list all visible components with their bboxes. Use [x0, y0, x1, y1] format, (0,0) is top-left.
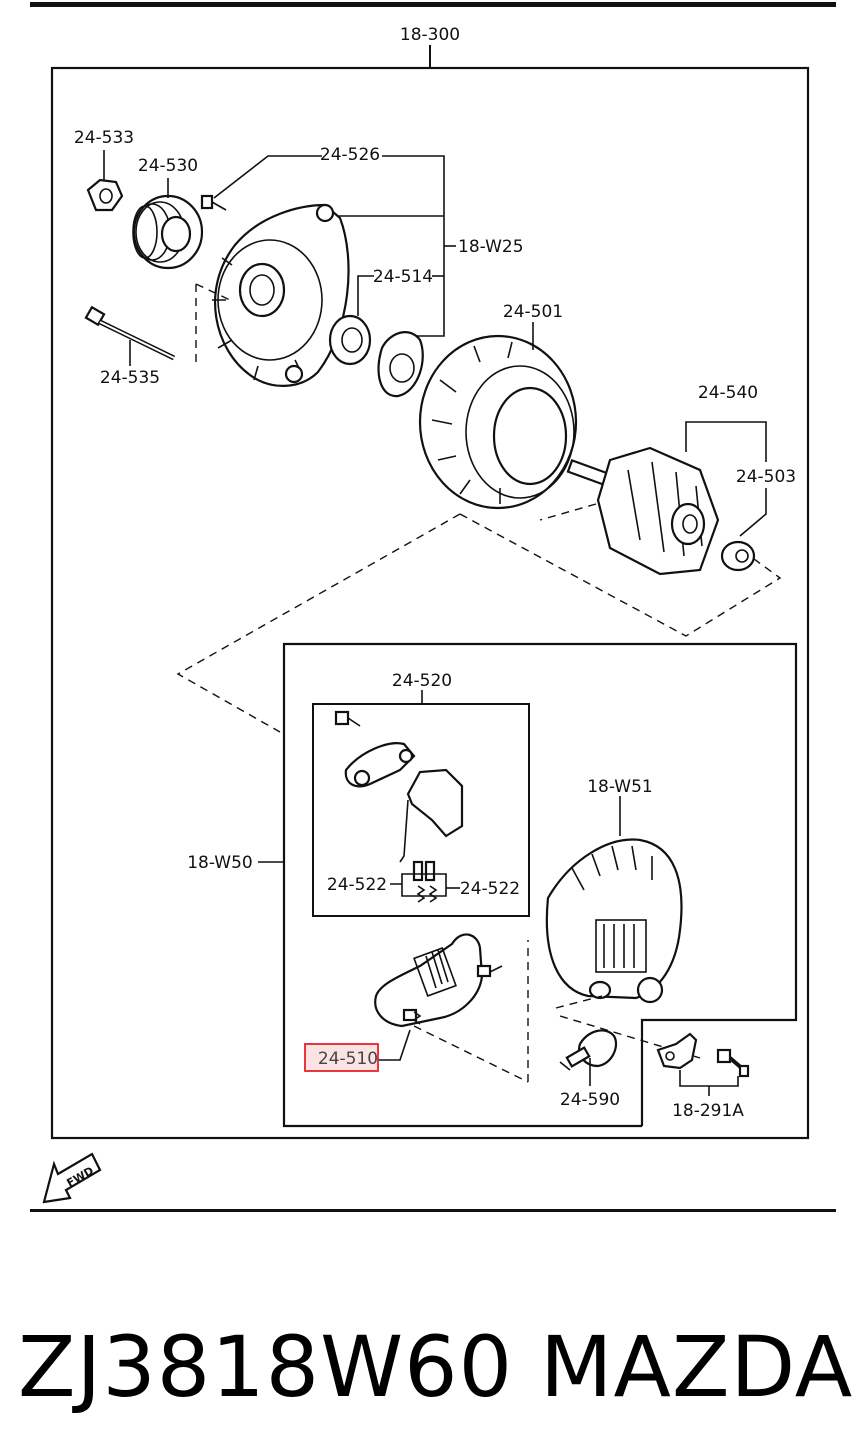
label-assembly: 18-300 [400, 25, 460, 45]
top-rule [30, 2, 836, 7]
rotor-part [566, 446, 720, 576]
caption-part-number: ZJ3818W60 [18, 1318, 513, 1416]
rear-bearing-part [720, 540, 756, 572]
cover-group-bracket [382, 155, 445, 337]
label-regulator: 24-510 [318, 1049, 378, 1069]
label-front-cover-group: 18-W25 [458, 237, 524, 257]
rear-cover-part [545, 838, 683, 1004]
pulley-part [132, 194, 204, 270]
label-regulator-group: 18-W50 [187, 853, 253, 873]
label-bracket: 18-291A [672, 1101, 744, 1121]
label-brush-right: 24-522 [460, 879, 520, 899]
label-terminal: 24-590 [560, 1090, 620, 1110]
retainer-plate-part [377, 331, 424, 398]
stator-part [418, 334, 578, 510]
bottom-rule [30, 1209, 836, 1212]
regulator-group-frame [282, 642, 798, 1128]
label-nut: 24-533 [74, 128, 134, 148]
rotor-bracket [685, 421, 767, 462]
label-rotor: 24-540 [698, 383, 758, 403]
screw-part [200, 194, 227, 211]
bracket-leader [679, 1070, 739, 1087]
label-bearing: 24-514 [373, 267, 433, 287]
through-bolt-part [84, 305, 176, 361]
fwd-arrow-icon: FWD [42, 1152, 102, 1204]
bracket-part [656, 1032, 750, 1078]
label-brush-holder: 24-520 [392, 671, 452, 691]
brush-bracket [390, 873, 447, 897]
brush-holder-part [334, 710, 464, 903]
label-screw: 24-526 [320, 145, 380, 165]
front-cover-part [212, 203, 350, 387]
screw-leader [213, 155, 322, 199]
label-rear-cover-group: 18-W51 [587, 777, 653, 797]
brush-holder-frame [312, 703, 530, 917]
regulator-part [374, 933, 503, 1028]
bearing-leader [357, 275, 374, 316]
label-rear-bearing: 24-503 [736, 467, 796, 487]
regulator-leader [378, 1029, 411, 1061]
caption-brand: MAZDA [540, 1318, 853, 1416]
label-pulley: 24-530 [138, 156, 198, 176]
terminal-part [559, 1029, 618, 1071]
label-through-bolt: 24-535 [100, 368, 160, 388]
regulator-highlight [304, 1043, 379, 1072]
label-stator: 24-501 [503, 302, 563, 322]
exploded-guide-upper [176, 513, 461, 733]
nut-part [86, 178, 124, 212]
bearing-part [328, 314, 372, 366]
label-brush-left: 24-522 [327, 875, 387, 895]
